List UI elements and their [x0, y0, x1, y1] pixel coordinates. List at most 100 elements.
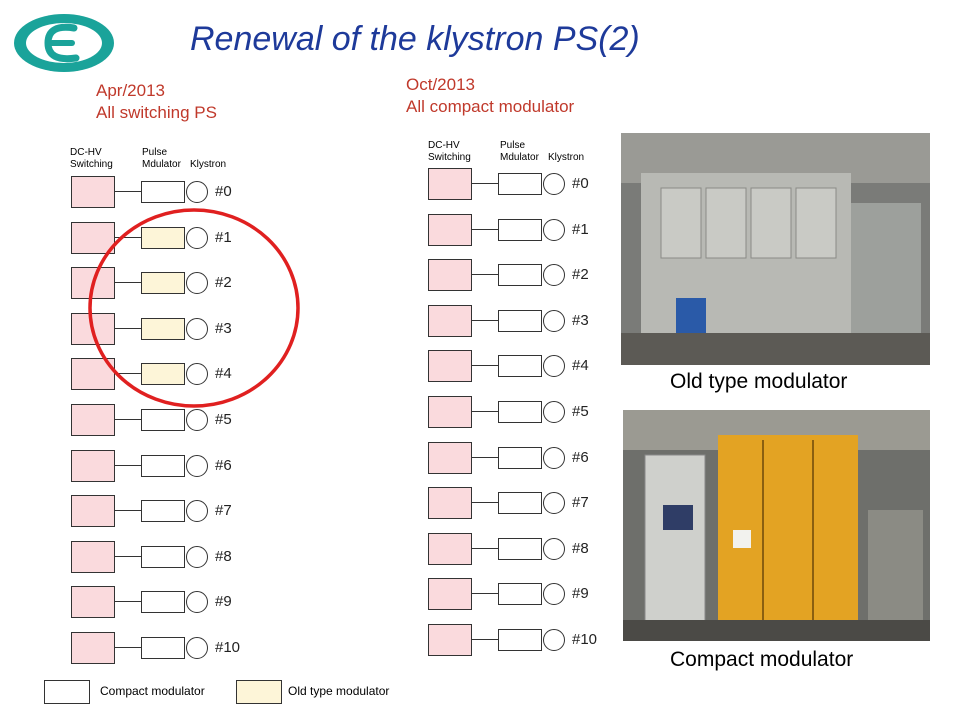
- compact-modulator-box: [498, 355, 542, 377]
- left-header-dchv: DC-HVSwitching: [70, 147, 113, 171]
- dchv-switching-box: [428, 442, 472, 474]
- old-modulator-photo: [621, 133, 930, 365]
- klystron-circle: [543, 355, 565, 377]
- klystron-row: #6: [428, 442, 628, 476]
- compact-modulator-box: [498, 447, 542, 469]
- dchv-switching-box: [428, 487, 472, 519]
- compact-modulator-caption: Compact modulator: [670, 648, 853, 672]
- klystron-label: #0: [572, 175, 589, 192]
- connector-line: [472, 639, 498, 640]
- right-klystron-diagram: #0#1#2#3#4#5#6#7#8#9#10: [428, 168, 628, 658]
- klystron-circle: [543, 401, 565, 423]
- compact-modulator-box: [141, 591, 185, 613]
- compact-modulator-box: [498, 219, 542, 241]
- compact-modulator-box: [141, 500, 185, 522]
- legend-compact-swatch: [44, 680, 90, 704]
- klystron-circle: [543, 447, 565, 469]
- klystron-label: #4: [572, 357, 589, 374]
- klystron-circle: [543, 264, 565, 286]
- klystron-row: #7: [71, 495, 271, 529]
- dchv-switching-box: [71, 586, 115, 618]
- klystron-circle: [186, 409, 208, 431]
- dchv-switching-box: [71, 632, 115, 664]
- klystron-row: #8: [71, 541, 271, 575]
- compact-modulator-box: [498, 401, 542, 423]
- left-date: Apr/2013: [96, 80, 217, 102]
- klystron-row: #1: [428, 214, 628, 248]
- klystron-label: #6: [215, 457, 232, 474]
- right-state-label: Oct/2013 All compact modulator: [406, 74, 574, 118]
- klystron-circle: [543, 583, 565, 605]
- klystron-row: #0: [71, 176, 271, 210]
- legend-old-label: Old type modulator: [288, 684, 389, 698]
- connector-line: [472, 365, 498, 366]
- legend-old-swatch: [236, 680, 282, 704]
- dchv-switching-box: [428, 305, 472, 337]
- compact-modulator-box: [498, 264, 542, 286]
- right-header-dchv: DC-HVSwitching: [428, 140, 471, 164]
- dchv-switching-box: [428, 396, 472, 428]
- klystron-row: #10: [71, 632, 271, 666]
- klystron-circle: [186, 591, 208, 613]
- klystron-circle: [543, 492, 565, 514]
- dchv-switching-box: [71, 176, 115, 208]
- dchv-switching-box: [428, 624, 472, 656]
- dchv-switching-box: [428, 533, 472, 565]
- klystron-row: #10: [428, 624, 628, 658]
- right-header-klystron: Klystron: [548, 152, 584, 164]
- compact-modulator-box: [498, 492, 542, 514]
- left-description: All switching PS: [96, 102, 217, 124]
- connector-line: [115, 510, 141, 511]
- klystron-circle: [543, 219, 565, 241]
- klystron-row: #8: [428, 533, 628, 567]
- klystron-label: #6: [572, 449, 589, 466]
- klystron-row: #9: [71, 586, 271, 620]
- connector-line: [472, 411, 498, 412]
- connector-line: [472, 548, 498, 549]
- klystron-row: #3: [428, 305, 628, 339]
- legend-compact-label: Compact modulator: [100, 684, 205, 698]
- left-state-label: Apr/2013 All switching PS: [96, 80, 217, 124]
- dchv-switching-box: [428, 259, 472, 291]
- slide-title: Renewal of the klystron PS(2): [190, 20, 640, 59]
- connector-line: [115, 556, 141, 557]
- right-date: Oct/2013: [406, 74, 574, 96]
- connector-line: [472, 593, 498, 594]
- klystron-circle: [186, 500, 208, 522]
- connector-line: [472, 502, 498, 503]
- compact-modulator-box: [141, 455, 185, 477]
- klystron-circle: [186, 546, 208, 568]
- connector-line: [472, 457, 498, 458]
- klystron-circle: [543, 629, 565, 651]
- klystron-label: #1: [572, 221, 589, 238]
- klystron-label: #7: [215, 502, 232, 519]
- compact-modulator-box: [498, 583, 542, 605]
- dchv-switching-box: [428, 578, 472, 610]
- dchv-switching-box: [71, 450, 115, 482]
- klystron-row: #4: [428, 350, 628, 384]
- klystron-row: #0: [428, 168, 628, 202]
- klystron-label: #3: [572, 312, 589, 329]
- connector-line: [472, 320, 498, 321]
- connector-line: [115, 191, 141, 192]
- highlight-circle: [86, 206, 302, 410]
- dchv-switching-box: [428, 168, 472, 200]
- klystron-row: #5: [428, 396, 628, 430]
- connector-line: [472, 183, 498, 184]
- klystron-circle: [186, 637, 208, 659]
- klystron-label: #0: [215, 183, 232, 200]
- compact-modulator-box: [141, 546, 185, 568]
- compact-modulator-box: [141, 409, 185, 431]
- klystron-label: #10: [572, 631, 597, 648]
- klystron-row: #7: [428, 487, 628, 521]
- left-header-klystron: Klystron: [190, 159, 226, 171]
- connector-line: [115, 465, 141, 466]
- dchv-switching-box: [71, 541, 115, 573]
- klystron-label: #7: [572, 494, 589, 511]
- klystron-row: #2: [428, 259, 628, 293]
- klystron-label: #5: [572, 403, 589, 420]
- klystron-row: #6: [71, 450, 271, 484]
- klystron-circle: [543, 173, 565, 195]
